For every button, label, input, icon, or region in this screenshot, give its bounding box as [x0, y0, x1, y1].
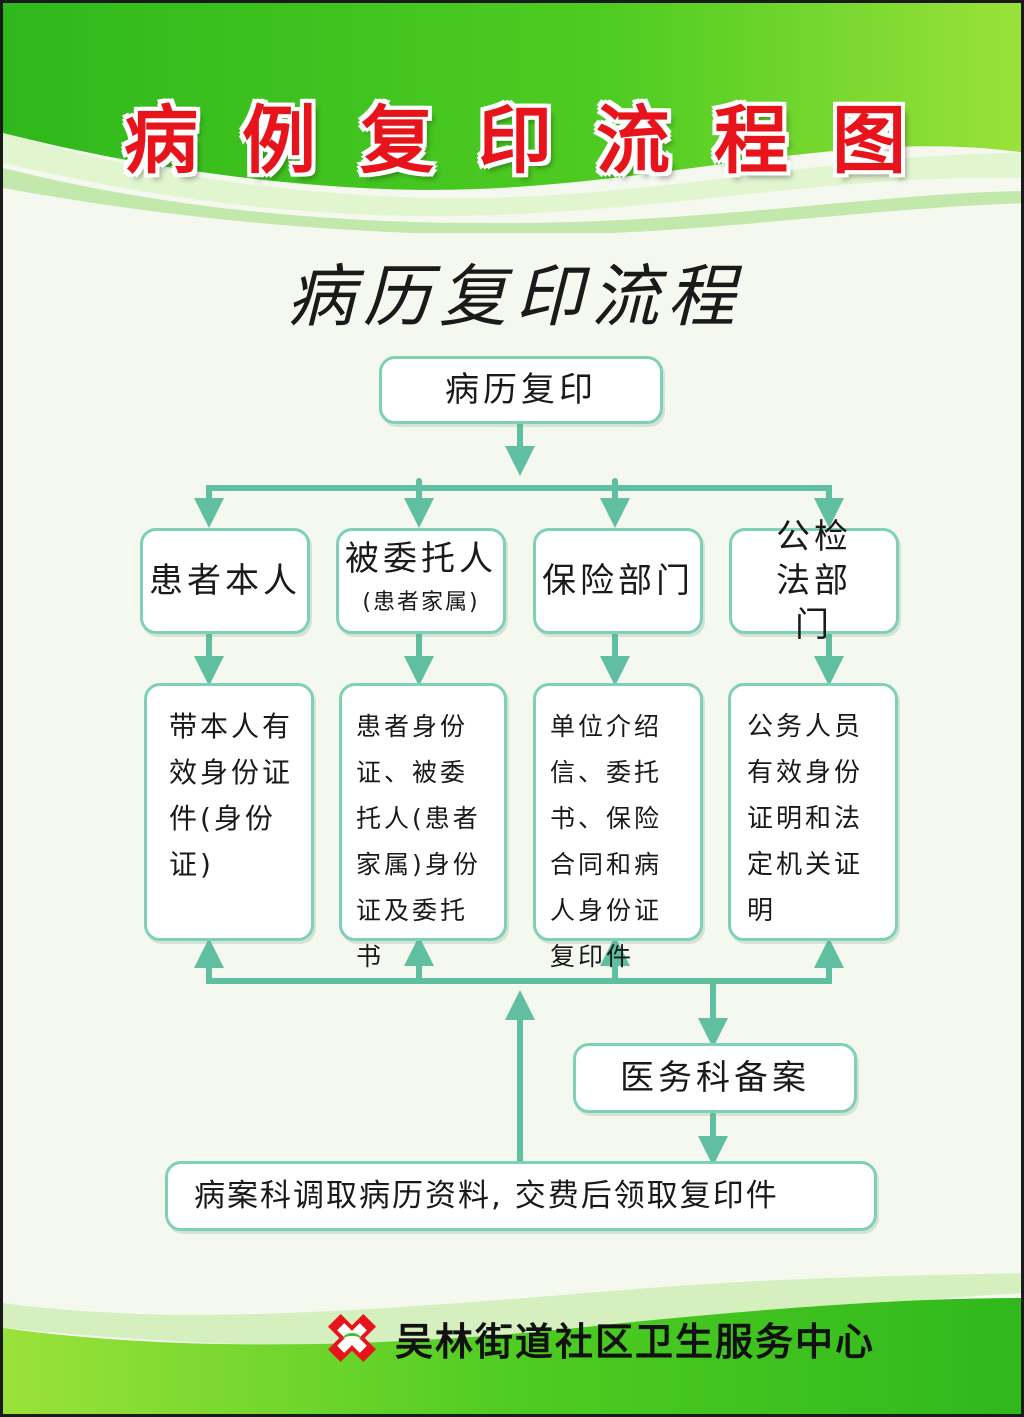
record-label: 医务科备案 — [620, 1058, 810, 1098]
final-label: 病案科调取病历资料, 交费后领取复印件 — [194, 1178, 779, 1214]
top-green-banner — [3, 3, 1021, 233]
requirement-insurance: 单位介绍信、委托书、保险合同和病人身份证复印件 — [533, 683, 703, 971]
applicant-legal: 公检法部门 — [729, 517, 899, 645]
record-box: 医务科备案 — [573, 1043, 857, 1113]
requirement-legal: 公务人员有效身份证明和法定机关证明 — [728, 683, 898, 941]
applicant-label: 患者本人 — [149, 561, 301, 601]
main-title: 病例复印流程图 — [124, 98, 950, 184]
applicant-sub-label: (患者家属) — [362, 590, 480, 615]
requirement-patient: 带本人有效身份证件(身份证) — [144, 683, 314, 941]
start-label: 病历复印 — [445, 370, 597, 410]
applicant-label: 被委托人 (患者家属) — [345, 537, 497, 625]
applicant-insurance: 保险部门 — [533, 528, 703, 634]
applicant-label: 公检法部门 — [776, 517, 852, 645]
flowchart: 病历复印 患者本人 被委托人 (患者家属) 保险部门 公检法部门 带本人有效身份… — [73, 353, 963, 1233]
start-box: 病历复印 — [379, 356, 663, 424]
footer-organization: 吴林街道社区卫生服务中心 — [395, 1319, 876, 1364]
applicant-main-label: 被委托人 — [345, 539, 497, 579]
requirement-entrusted: 患者身份证、被委托人(患者家属)身份证及委托书 — [339, 683, 507, 971]
red-cross-logo-icon — [327, 1313, 377, 1363]
footer: 吴林街道社区卫生服务中心 — [323, 1308, 875, 1368]
applicant-label: 保险部门 — [542, 561, 694, 601]
applicant-patient: 患者本人 — [140, 528, 310, 634]
sub-title: 病历复印流程 — [286, 258, 743, 337]
final-box: 病案科调取病历资料, 交费后领取复印件 — [165, 1161, 877, 1231]
bottom-green-banner — [3, 1273, 1021, 1414]
applicant-entrusted: 被委托人 (患者家属) — [336, 528, 506, 634]
flow-connectors — [194, 422, 844, 1166]
